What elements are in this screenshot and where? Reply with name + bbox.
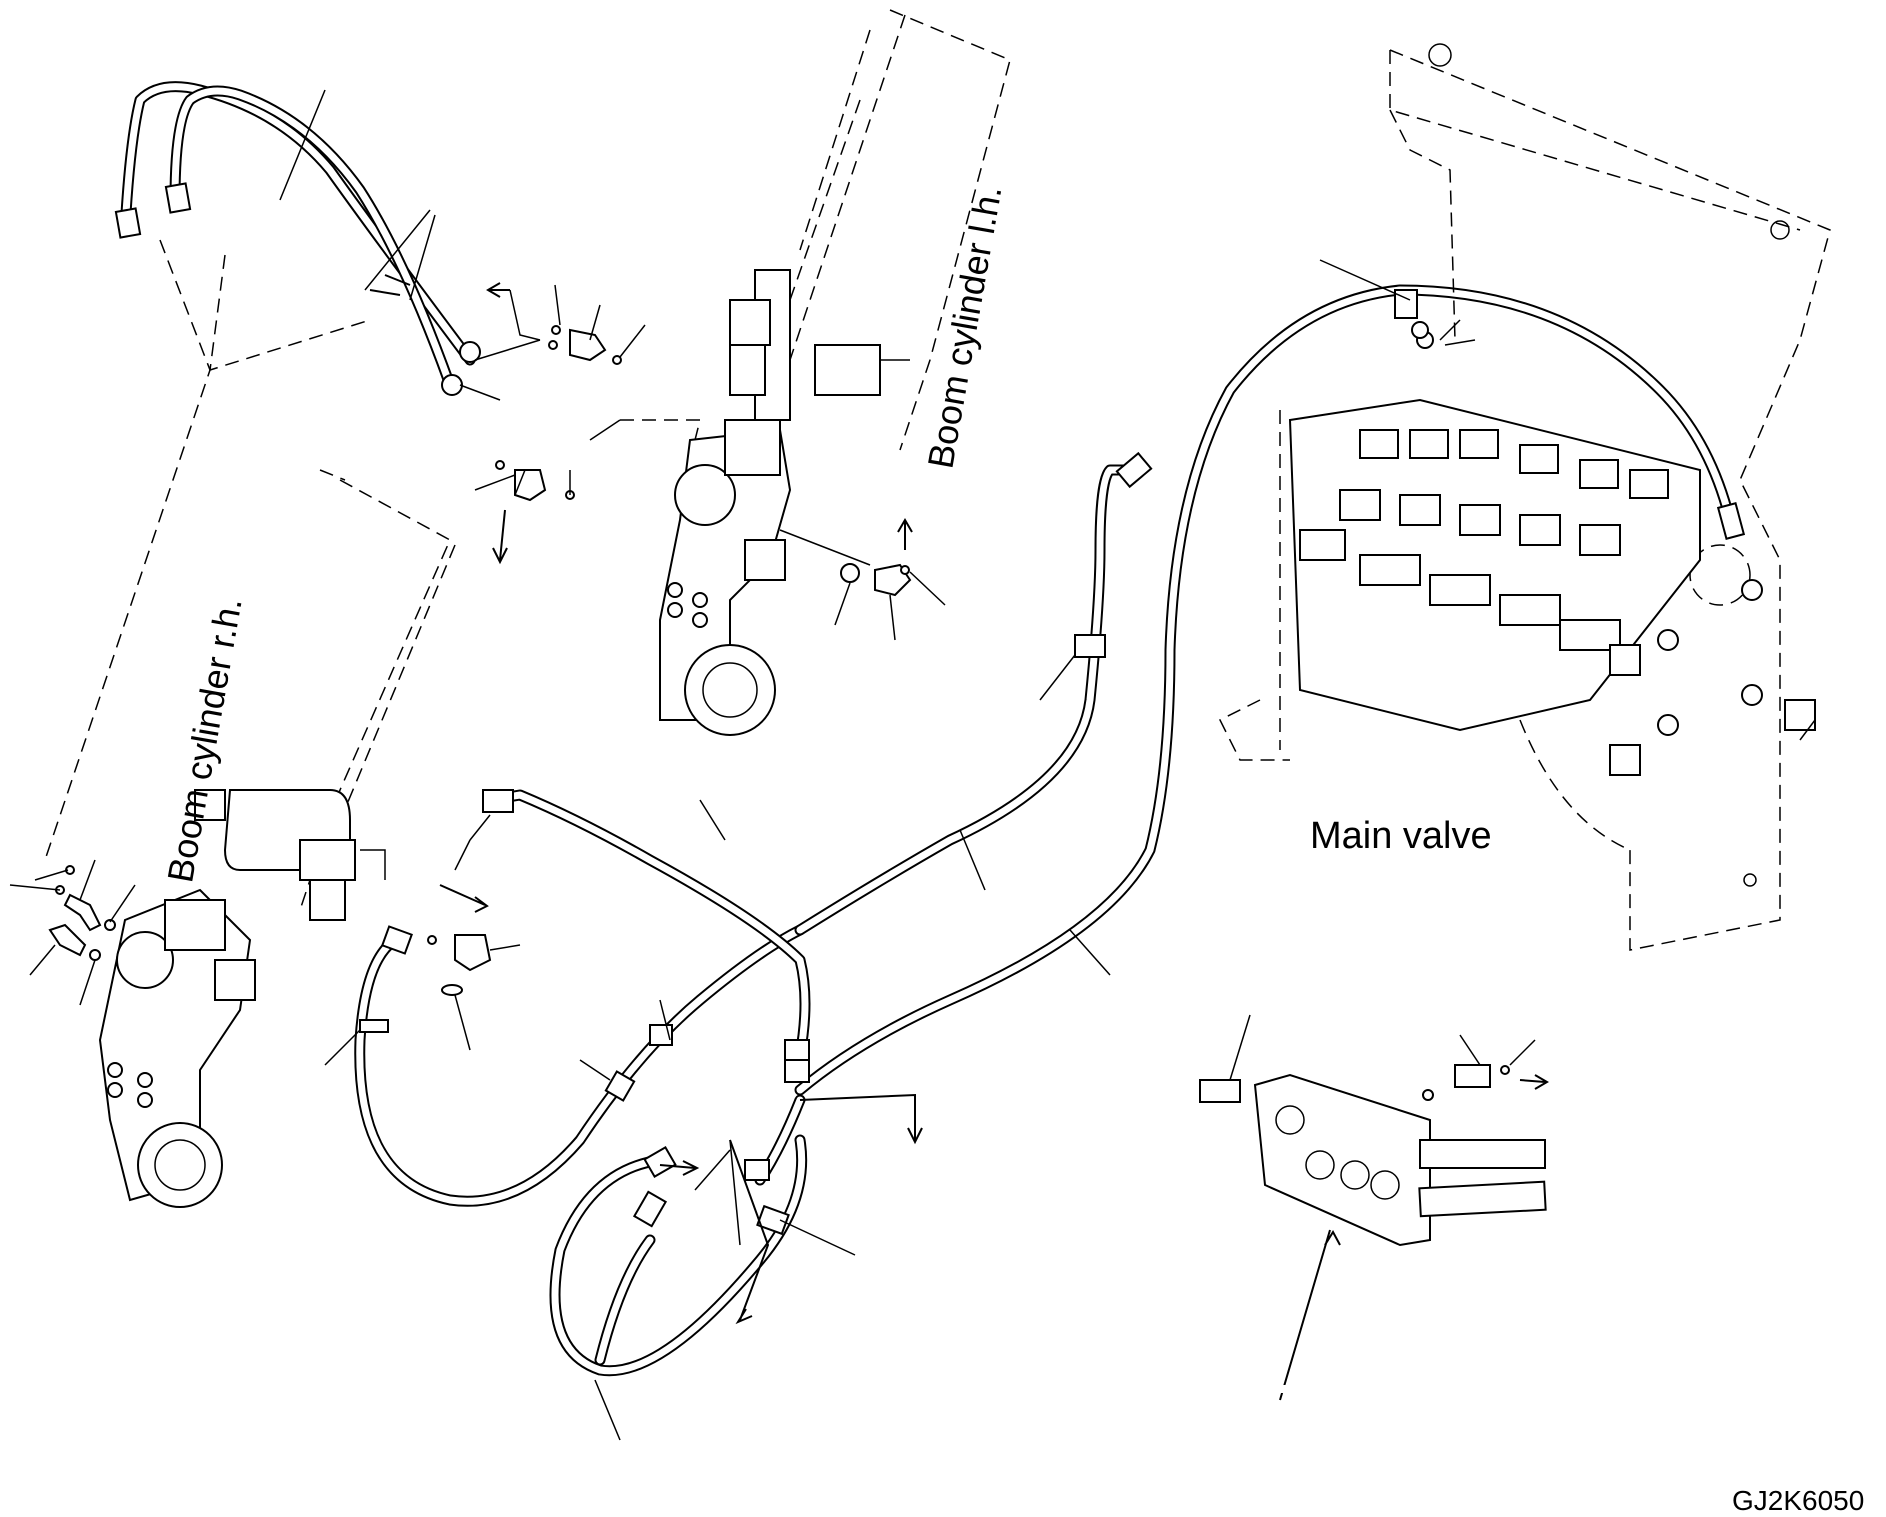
- middle-fittings: [474, 282, 646, 565]
- cropped-reference: [1080, 1385, 1480, 1393]
- flow-arrows: [427, 814, 923, 1325]
- rh-fittings: [9, 859, 136, 1006]
- valve-spools: [1299, 429, 1816, 776]
- main-valve-bracket: [1218, 43, 1831, 951]
- main-valve: [1288, 319, 1816, 776]
- lower-hoses: [324, 259, 1746, 1441]
- rh-upper-hoses: [114, 81, 541, 401]
- valve-bolts: [1411, 321, 1763, 736]
- lh-fittings: [779, 518, 946, 641]
- lower-valve-block: [1199, 1014, 1549, 1401]
- main-valve-label: Main valve: [1310, 815, 1492, 857]
- drawing-id: GJ2K6050: [1732, 1485, 1865, 1516]
- boom-cylinder-rh-body: [98, 789, 386, 1208]
- boom-cylinder-lh-body: [659, 269, 910, 736]
- boom-cylinder-rh-outline: [44, 239, 456, 911]
